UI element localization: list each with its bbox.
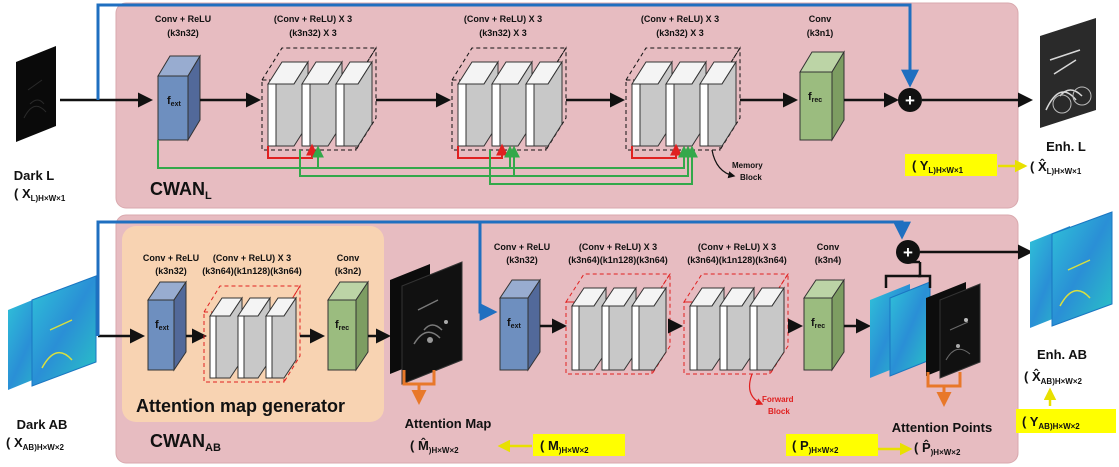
g-conv-ext-block [147, 280, 187, 372]
g-conv-out-title: Conv [337, 253, 360, 263]
conv-out-spec: (k3n1) [807, 28, 834, 38]
conv-rec-label: frec [808, 91, 822, 104]
conv-ext-block [157, 54, 201, 142]
dark-ab-var: ( XAB)H×W×2 [6, 435, 65, 452]
gt-p-box [786, 434, 878, 456]
enh-l-label: Enh. L [1046, 139, 1086, 154]
attention-map-bracket [402, 370, 436, 405]
conv1-ab-title: Conv + ReLU [494, 242, 550, 252]
cwan-ab-title: CWANAB [150, 431, 221, 454]
conv1-title: Conv + ReLU [155, 14, 211, 24]
g-rb-spec: (k3n64)(k1n128)(k3n64) [202, 266, 302, 276]
out-xab-label: ( X̂AB)H×W×2 [1024, 369, 1083, 386]
memory-block-label: Memory [732, 161, 763, 170]
attention-map-label: Attention Map [405, 416, 492, 431]
rb1-title: (Conv + ReLU) X 3 [274, 14, 352, 24]
svg-text:+: + [905, 91, 915, 110]
skip-connection-ab [480, 220, 911, 240]
rb2-ab-spec: (k3n64)(k1n128)(k3n64) [687, 255, 787, 265]
conv-ext-ab-block [499, 278, 541, 372]
forward-block-label: Forward [762, 395, 794, 404]
rb3-spec: (k3n32) X 3 [656, 28, 704, 38]
conv-out-ab-title: Conv [817, 242, 840, 252]
g-conv-out-spec: (k3n2) [335, 266, 362, 276]
attention-generator-label: Attention map generator [136, 396, 345, 416]
sum-node-ab [896, 240, 920, 264]
conv-rec-ab-label: frec [811, 317, 825, 330]
conv1-block-label: fext [167, 95, 181, 108]
gt-m-box [533, 434, 625, 456]
enh-l-image [1040, 18, 1096, 128]
residual-block-3 [625, 46, 741, 151]
conv1-spec: (k3n32) [167, 28, 199, 38]
enh-ab-label: Enh. AB [1037, 347, 1087, 362]
dark-ab-label: Dark AB [17, 417, 68, 432]
conv-rec-ab-block [803, 278, 845, 372]
skip-connection [96, 3, 919, 100]
residual-block-2 [451, 46, 567, 151]
g-conv1-block: fext [155, 319, 169, 332]
rb2-spec: (k3n32) X 3 [479, 28, 527, 38]
enh-ab-image [1030, 211, 1113, 328]
g-conv-rec-label: frec [335, 319, 349, 332]
conv-out-title: Conv [809, 14, 832, 24]
svg-text:Block: Block [768, 407, 790, 416]
rb1-ab-spec: (k3n64)(k1n128)(k3n64) [568, 255, 668, 265]
conv1-ab-spec: (k3n32) [506, 255, 538, 265]
out-xl-label: ( X̂L)H×W×1 [1030, 159, 1082, 176]
dark-l-label: Dark L [14, 168, 55, 183]
g-residual-block [203, 284, 301, 383]
g-rb-title: (Conv + ReLU) X 3 [213, 253, 291, 263]
attention-points-bracket [926, 372, 962, 407]
residual-block-ab-2 [683, 272, 789, 375]
conv1-ab-block: fext [507, 317, 521, 330]
gt-yl-box [905, 154, 997, 176]
dark-l-image [16, 46, 56, 142]
p-hat-label: ( P̂)H×W×2 [914, 440, 961, 457]
rb2-ab-title: (Conv + ReLU) X 3 [698, 242, 776, 252]
dark-ab-image [8, 275, 97, 390]
memory-connections-green [157, 140, 698, 185]
cwan-l-title: CWANL [150, 179, 212, 202]
gt-p-label: ( P)H×W×2 [792, 438, 839, 455]
attention-points-label: Attention Points [892, 420, 992, 435]
rb2-title: (Conv + ReLU) X 3 [464, 14, 542, 24]
rb1-spec: (k3n32) X 3 [289, 28, 337, 38]
dark-l-var: ( XL)H×W×1 [14, 186, 66, 203]
svg-text:+: + [903, 243, 913, 262]
g-conv1-title: Conv + ReLU [143, 253, 199, 263]
conv-rec-block [799, 50, 845, 142]
residual-block-ab-1 [565, 272, 671, 375]
cwan-l-panel [115, 2, 1019, 209]
svg-text:Block: Block [740, 173, 762, 182]
rb1-ab-title: (Conv + ReLU) X 3 [579, 242, 657, 252]
gt-yl-label: ( YL)H×W×1 [912, 158, 964, 175]
ab-output-maps [870, 281, 981, 379]
g-conv-rec-block [327, 280, 369, 372]
m-hat-label: ( M̂)H×W×2 [410, 438, 459, 455]
gt-yab-box [1016, 409, 1116, 433]
gt-m-label: ( M)H×W×2 [540, 438, 589, 455]
rb3-title: (Conv + ReLU) X 3 [641, 14, 719, 24]
residual-block-1 [261, 46, 377, 151]
sum-node [898, 88, 922, 112]
gt-yab-label: ( YAB)H×W×2 [1022, 414, 1080, 431]
g-conv1-spec: (k3n32) [155, 266, 187, 276]
attention-map-image [390, 261, 463, 385]
conv-out-ab-spec: (k3n4) [815, 255, 842, 265]
